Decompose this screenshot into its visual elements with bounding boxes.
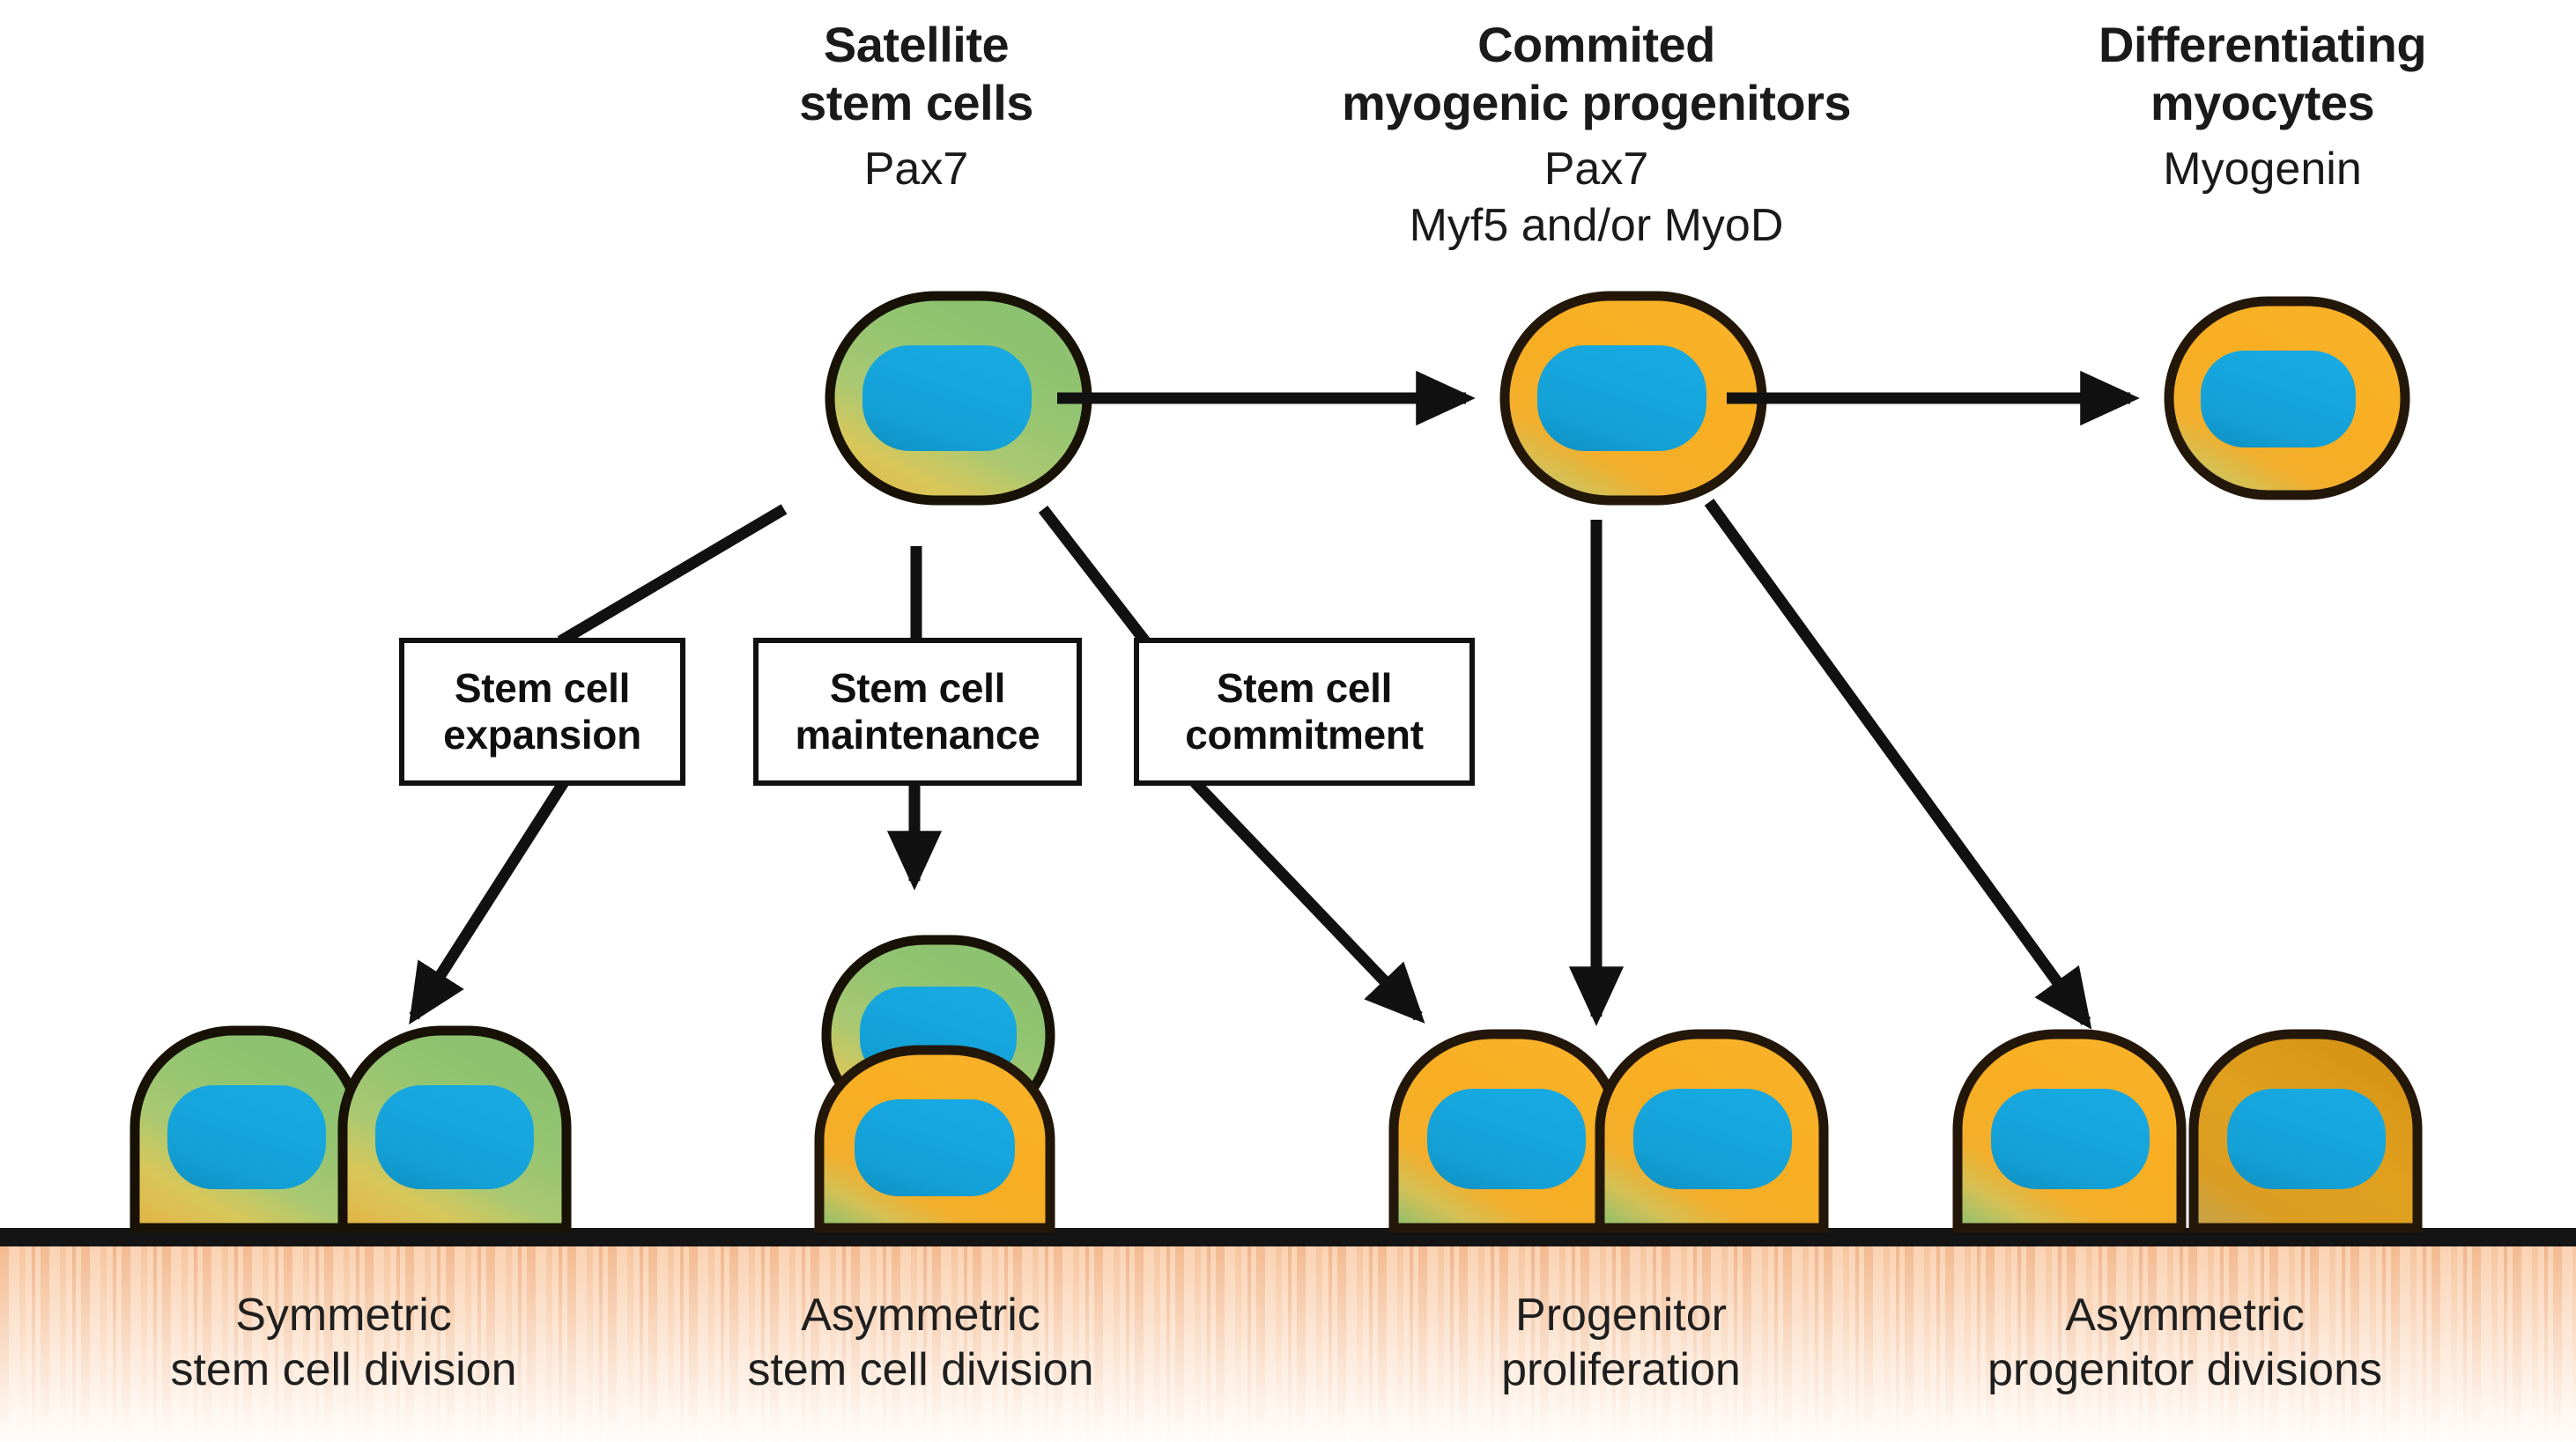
outcome-caption-asymmetric-stem-cell-division: Asymmetric stem cell division (617, 1288, 1225, 1398)
process-box-line1: Stem cell (454, 664, 631, 711)
basal-lamina (0, 1228, 2576, 1246)
process-box-stem-cell-expansion[interactable]: Stem cell expansion (399, 638, 685, 786)
outcome-caption-line2: stem cell division (170, 1344, 517, 1396)
column-marker-line2: Myf5 and/or MyoD (1409, 199, 1784, 251)
cell-group-asymmetric-progenitor-pair (1952, 1029, 2423, 1233)
column-title-line1: Satellite (823, 17, 1010, 72)
process-box-line2: maintenance (795, 712, 1040, 758)
column-title-line2: stem cells (799, 75, 1033, 131)
outcome-caption-progenitor-proliferation: Progenitor proliferation (1357, 1288, 1885, 1398)
muscle-tissue-background (0, 1244, 2576, 1442)
process-box-stem-cell-commitment[interactable]: Stem cell commitment (1134, 638, 1475, 786)
connector-satellite-to-expansion (557, 504, 788, 647)
column-marker-line1: Pax7 (1543, 144, 1649, 196)
process-box-line1: Stem cell (829, 664, 1006, 711)
cell-satellite-stem-cell (825, 291, 1092, 506)
outcome-caption-line2: proliferation (1501, 1344, 1741, 1396)
column-header-satellite-stem-cells: Satellite stem cells Pax7 (670, 16, 1163, 197)
column-title-line2: myocytes (2150, 75, 2375, 131)
column-header-committed-myogenic-progenitors: Commited myogenic progenitors Pax7 Myf5 … (1321, 16, 1871, 253)
outcome-caption-line1: Progenitor (1515, 1290, 1727, 1341)
column-marker-line1: Myogenin (2163, 144, 2362, 196)
column-title-line2: myogenic progenitors (1341, 75, 1852, 131)
outcome-caption-line2: progenitor divisions (1987, 1344, 2383, 1396)
column-header-differentiating-myocytes: Differentiating myocytes Myogenin (1980, 16, 2544, 197)
cell-committed-progenitor (1499, 291, 1767, 506)
outcome-caption-asymmetric-progenitor-divisions: Asymmetric progenitor divisions (1832, 1288, 2537, 1398)
cell-group-asymmetric-stack (814, 935, 1055, 1233)
arrow-commitment-to-progenitor-pair (1190, 778, 1425, 1024)
column-title-line1: Commited (1477, 17, 1715, 72)
column-marker-line1: Pax7 (863, 144, 969, 196)
column-title-line1: Differentiating (2098, 17, 2427, 72)
process-box-line2: commitment (1185, 712, 1424, 758)
process-box-line2: expansion (443, 712, 641, 758)
outcome-caption-symmetric-stem-cell-division: Symmetric stem cell division (53, 1288, 634, 1398)
connector-satellite-to-commitment (1038, 506, 1151, 645)
cell-group-symmetric-pair (130, 1025, 572, 1233)
cell-group-progenitor-pair (1388, 1029, 1829, 1233)
outcome-caption-line1: Symmetric (235, 1290, 452, 1341)
outcome-caption-line1: Asymmetric (2065, 1290, 2305, 1341)
outcome-caption-line1: Asymmetric (801, 1290, 1040, 1341)
process-box-line1: Stem cell (1216, 664, 1393, 711)
arrow-expansion-to-symmetric-pair (409, 779, 569, 1025)
outcome-caption-line2: stem cell division (747, 1344, 1094, 1396)
cell-differentiating-myocyte (2164, 296, 2410, 500)
process-box-stem-cell-maintenance[interactable]: Stem cell maintenance (753, 638, 1082, 786)
arrow-progenitor-to-asymmetric-divisions (1704, 499, 2092, 1030)
